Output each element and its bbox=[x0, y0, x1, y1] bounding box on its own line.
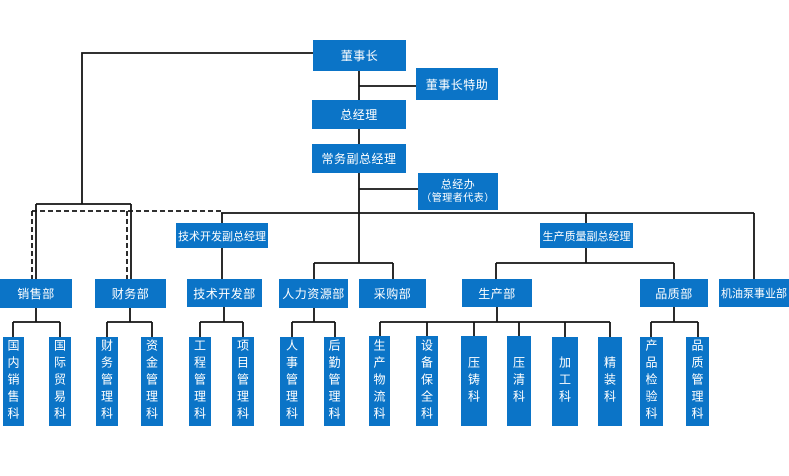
node-logistics-mgmt-section: 后勤管理科 bbox=[324, 337, 345, 426]
node-finance-mgmt-section: 财务管理科 bbox=[96, 337, 118, 426]
node-die-casting-section: 压铸科 bbox=[461, 336, 487, 426]
node-equipment-maintenance-section: 设备保全科 bbox=[416, 336, 438, 426]
solid-connectors bbox=[12, 52, 755, 338]
node-product-inspection-section: 产品检验科 bbox=[640, 337, 663, 426]
node-pressure-cleaning-section: 压清科 bbox=[507, 336, 531, 426]
node-chairman: 董事长 bbox=[313, 40, 406, 71]
node-quality-dept: 品质部 bbox=[640, 279, 708, 307]
node-domestic-sales-section: 国内销售科 bbox=[3, 337, 24, 426]
node-quality-deputy-gm: 生产质量副总经理 bbox=[540, 223, 633, 248]
dashed-connectors bbox=[31, 210, 221, 280]
node-purchasing-dept: 采购部 bbox=[359, 279, 426, 308]
node-machining-section: 加工科 bbox=[552, 337, 578, 426]
node-project-mgmt-section: 项目管理科 bbox=[232, 337, 254, 426]
node-personnel-mgmt-section: 人事管理科 bbox=[280, 337, 304, 426]
gm-office-title: 总经办 bbox=[440, 178, 476, 191]
node-production-logistics-section: 生产物流科 bbox=[369, 336, 390, 426]
node-executive-deputy-gm: 常务副总经理 bbox=[312, 144, 406, 173]
node-funds-mgmt-section: 资金管理科 bbox=[141, 337, 163, 426]
node-engineering-mgmt-section: 工程管理科 bbox=[189, 337, 211, 426]
node-production-dept: 生产部 bbox=[462, 279, 532, 307]
node-intl-trade-section: 国际贸易科 bbox=[49, 337, 71, 426]
gm-office-subtitle: （管理者代表） bbox=[421, 192, 495, 204]
node-hr-dept: 人力资源部 bbox=[279, 279, 348, 308]
node-sales-dept: 销售部 bbox=[0, 279, 72, 308]
node-quality-mgmt-section: 品质管理科 bbox=[686, 337, 709, 426]
node-general-manager: 总经理 bbox=[312, 100, 406, 129]
node-tech-dev-dept: 技术开发部 bbox=[187, 279, 262, 307]
node-finance-dept: 财务部 bbox=[95, 279, 166, 308]
node-tech-deputy-gm: 技术开发副总经理 bbox=[176, 223, 268, 248]
node-finishing-section: 精装科 bbox=[598, 337, 622, 426]
node-gm-office: 总经办 （管理者代表） bbox=[418, 173, 498, 210]
node-oil-pump-dept: 机油泵事业部 bbox=[719, 279, 789, 307]
node-chairman-assistant: 董事长特助 bbox=[416, 68, 498, 100]
